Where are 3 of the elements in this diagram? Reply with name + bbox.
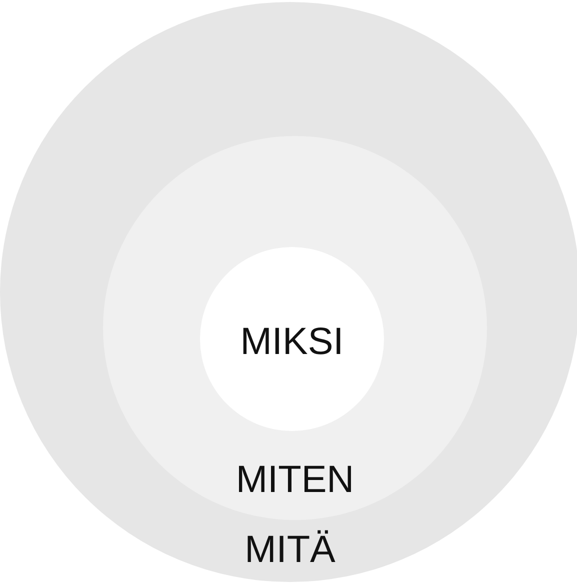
ring-label: MITÄ: [244, 528, 336, 572]
ring-label: MIKSI: [240, 320, 344, 364]
ring-label: MITEN: [236, 458, 354, 502]
